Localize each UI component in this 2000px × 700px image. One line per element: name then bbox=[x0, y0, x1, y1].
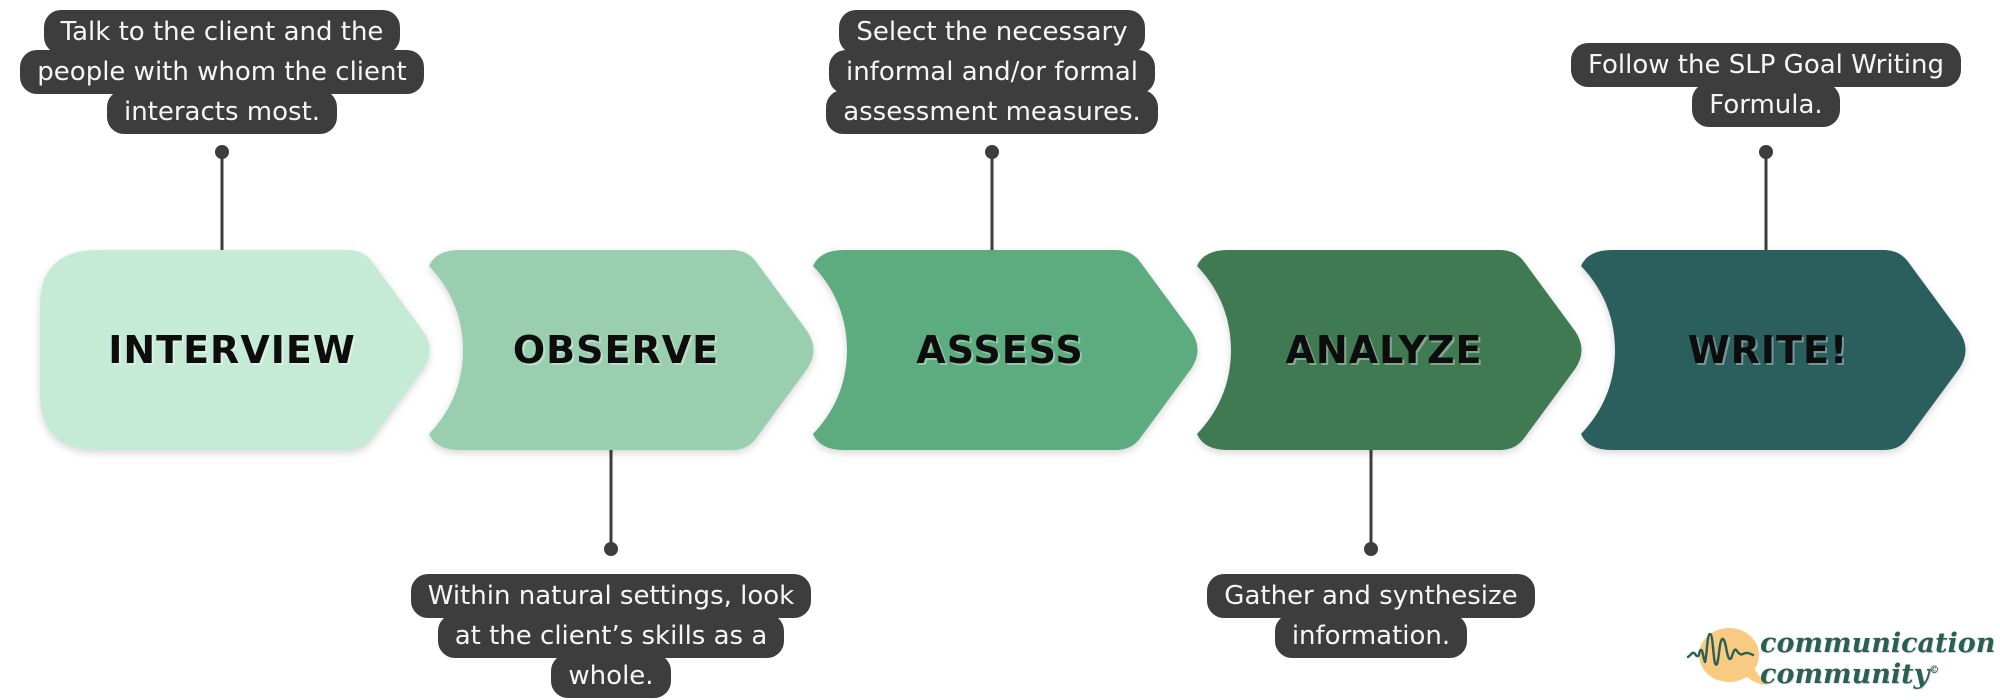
callout-interview: Talk to the client and the people with w… bbox=[0, 10, 502, 135]
step-label-analyze: ANALYZE bbox=[1285, 328, 1483, 372]
callout-observe: Within natural settings, look at the cli… bbox=[331, 574, 891, 699]
step-arrow-analyze bbox=[1197, 250, 1582, 450]
connector-dot-analyze bbox=[1364, 542, 1378, 556]
copyright-mark: © bbox=[1929, 665, 1940, 676]
connector-dot-write bbox=[1759, 145, 1773, 159]
step-label-assess: ASSESS bbox=[916, 328, 1084, 372]
callout-bubble-text: Within natural settings, look at the cli… bbox=[410, 574, 812, 699]
step-arrow-interview bbox=[40, 250, 430, 450]
logo-line1: communication bbox=[1760, 628, 1996, 659]
callout-bubble-text: Follow the SLP Goal Writing Formula. bbox=[1570, 43, 1961, 128]
callout-analyze: Gather and synthesize information. bbox=[1091, 574, 1651, 659]
step-arrow-assess bbox=[813, 250, 1198, 450]
logo-line2-text: community bbox=[1760, 659, 1930, 690]
connector-dot-interview bbox=[215, 145, 229, 159]
callout-bubble-text: Talk to the client and the people with w… bbox=[20, 10, 424, 135]
connectors bbox=[215, 145, 1773, 556]
connector-dot-assess bbox=[985, 145, 999, 159]
speech-bubble-icon bbox=[1699, 628, 1759, 682]
callout-assess: Select the necessary informal and/or for… bbox=[712, 10, 1272, 135]
callout-write: Follow the SLP Goal Writing Formula. bbox=[1486, 43, 2000, 128]
callout-bubble-text: Select the necessary informal and/or for… bbox=[826, 10, 1158, 135]
step-label-write: WRITE! bbox=[1687, 328, 1849, 372]
step-arrow-write bbox=[1581, 250, 1966, 450]
logo-mark bbox=[1686, 628, 1767, 685]
process-arrows bbox=[40, 250, 1966, 450]
callout-bubble-text: Gather and synthesize information. bbox=[1207, 574, 1535, 659]
step-label-interview: INTERVIEW bbox=[108, 328, 356, 372]
logo-line2: community© bbox=[1760, 657, 2000, 688]
logo-wordmark: communication community© bbox=[1760, 630, 2000, 688]
speech-bubble-tail bbox=[1744, 660, 1767, 685]
step-label-observe: OBSERVE bbox=[512, 328, 720, 372]
connector-dot-observe bbox=[604, 542, 618, 556]
soundwave-icon bbox=[1686, 632, 1755, 666]
step-arrow-observe bbox=[429, 250, 814, 450]
